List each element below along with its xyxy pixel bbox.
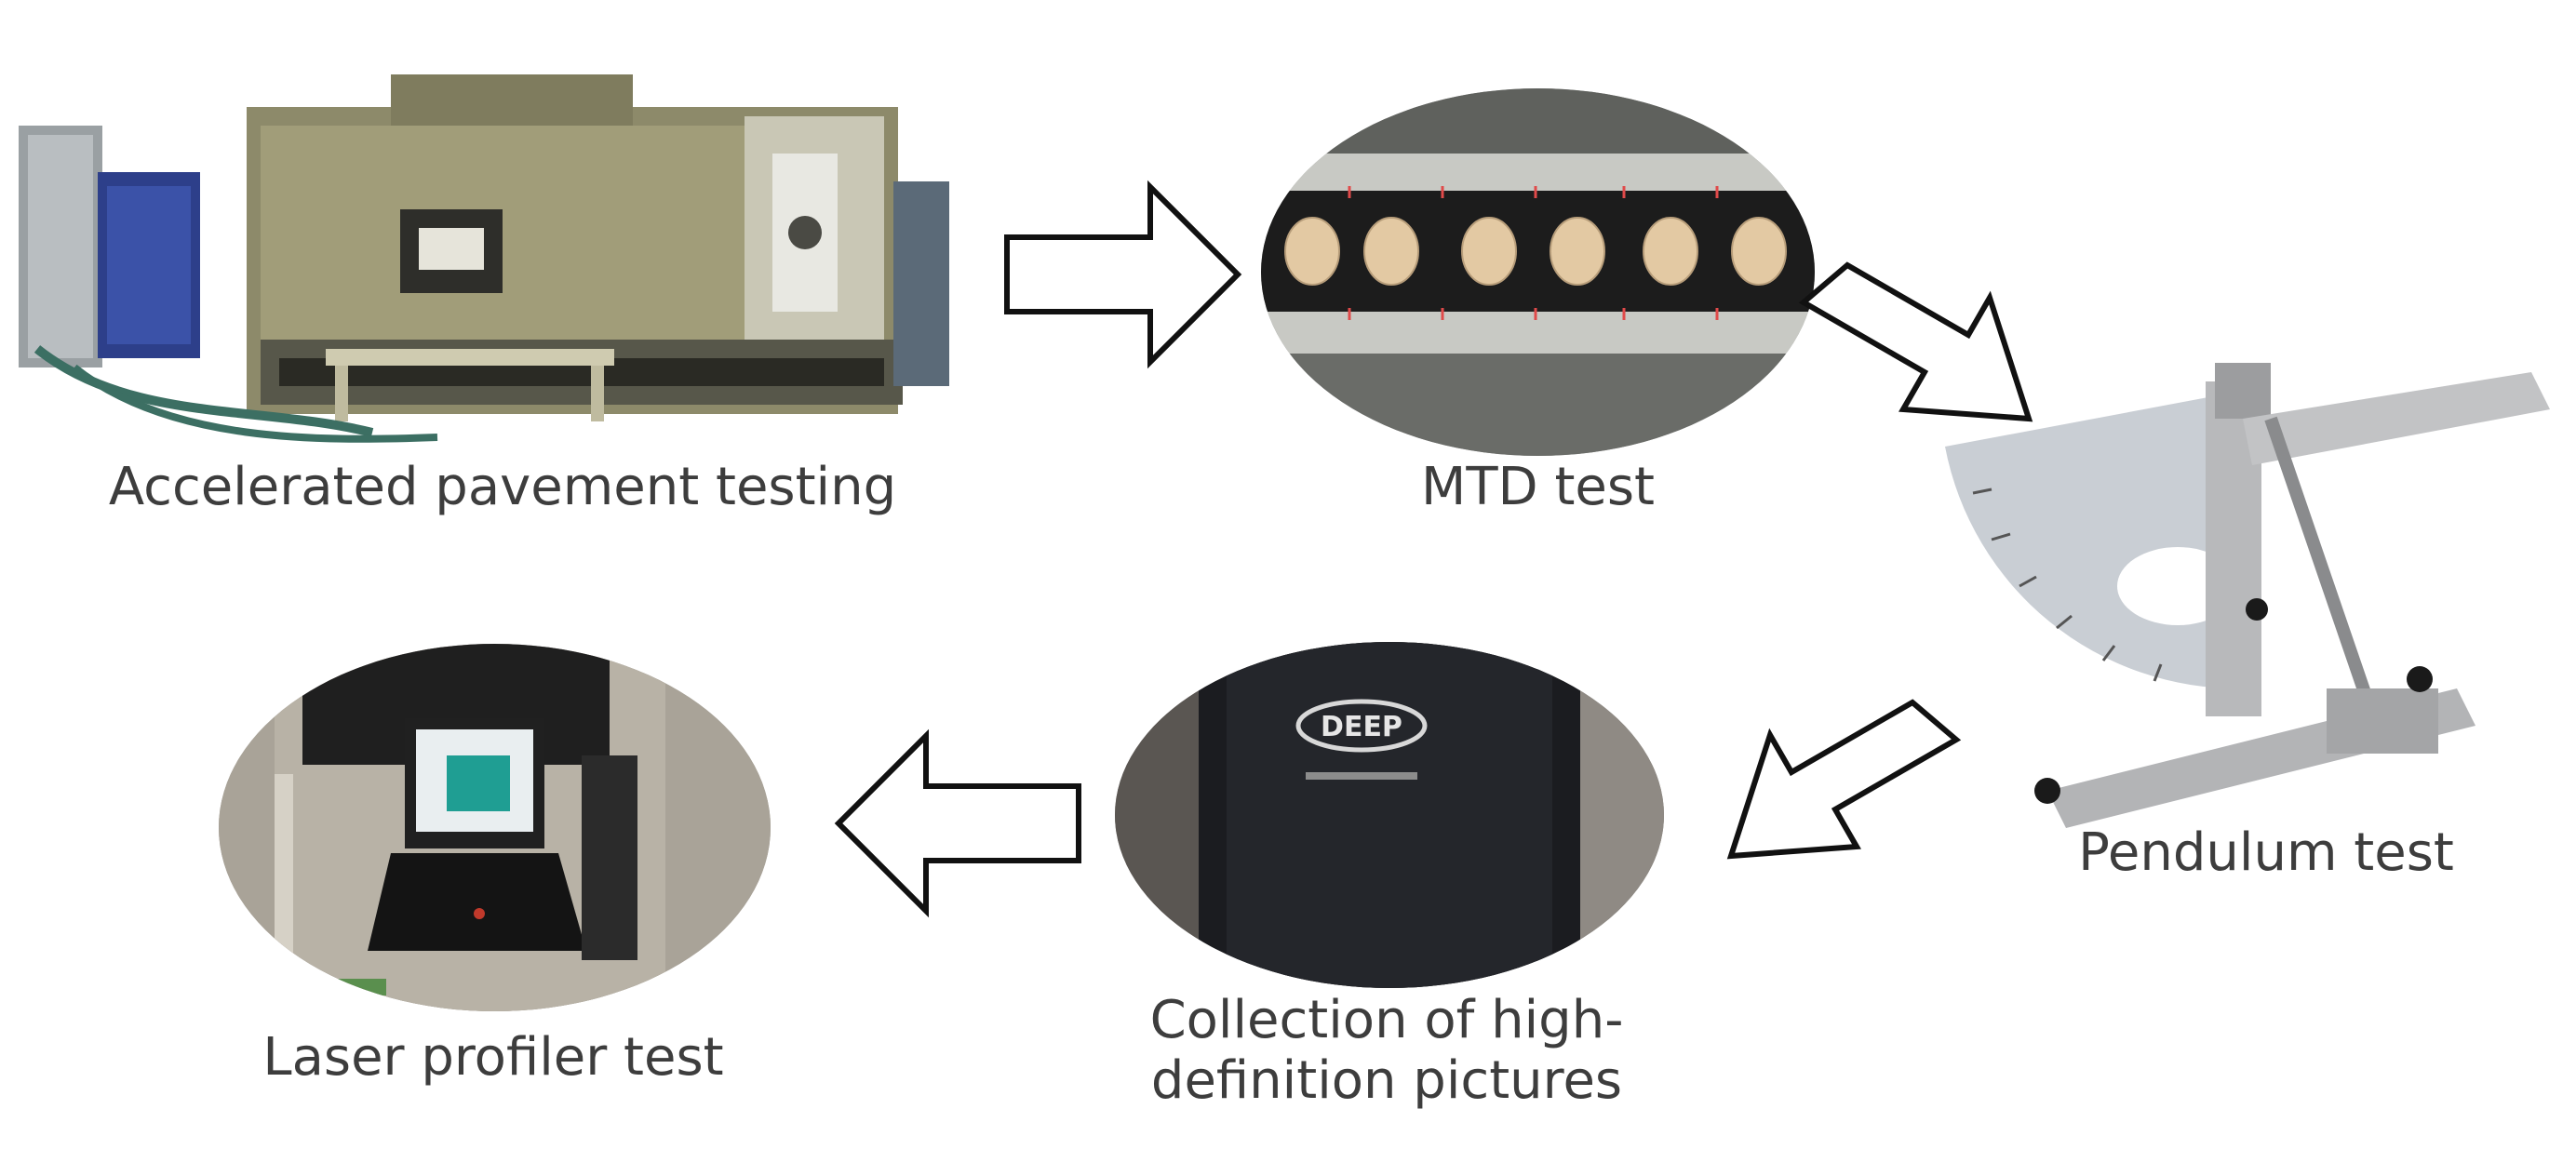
high-definition-pictures-photo: DEEP <box>1115 642 1664 988</box>
laser-profiler-test-photo <box>219 644 771 1011</box>
pendulum-caption: Pendulum test <box>2078 822 2454 883</box>
arrow-pendulum-to-pictures <box>1689 670 1962 870</box>
apt-caption: Accelerated pavement testing <box>108 457 897 517</box>
arrow-apt-to-mtd <box>1001 180 1243 369</box>
arrow-mtd-to-pendulum <box>1798 228 2071 433</box>
pictures-caption-line-2: definition pictures <box>1150 1049 1623 1111</box>
mtd-test-photo <box>1261 88 1815 456</box>
laser-caption: Laser profiler test <box>262 1027 724 1088</box>
mtd-caption: MTD test <box>1421 457 1655 517</box>
deep-logo-text: DEEP <box>1321 711 1402 743</box>
arrow-pictures-to-laser <box>833 728 1084 918</box>
pictures-caption: Collection of high- definition pictures <box>1061 990 1712 1112</box>
accelerated-pavement-testing-photo <box>19 70 959 451</box>
pictures-caption-line-1: Collection of high- <box>1149 990 1624 1050</box>
pendulum-test-photo <box>1936 354 2559 828</box>
